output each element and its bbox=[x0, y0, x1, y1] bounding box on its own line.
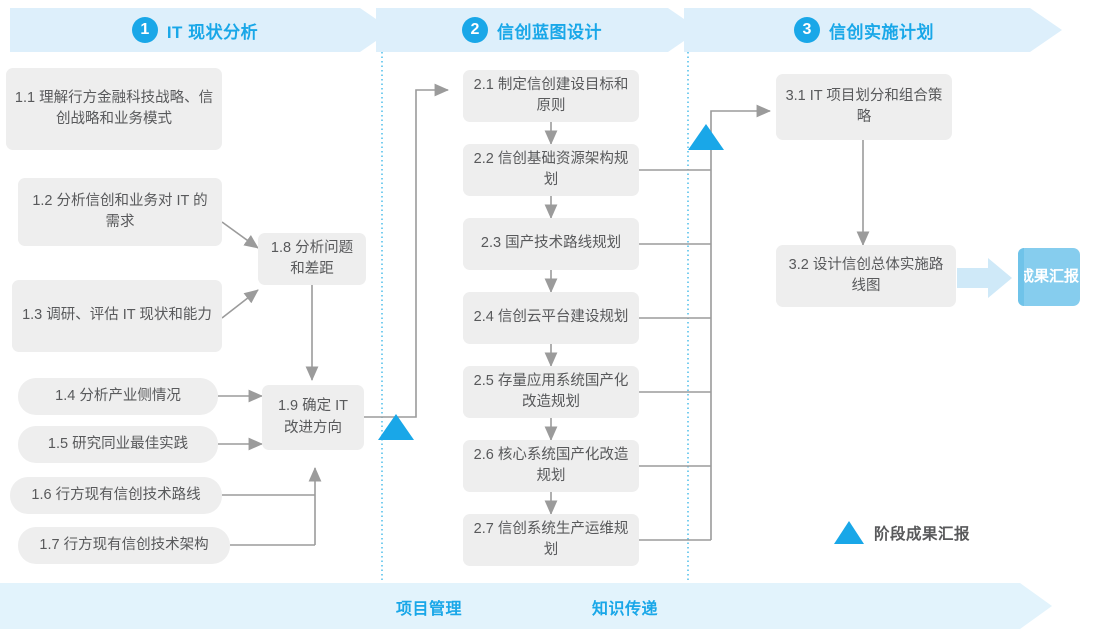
task-box-2.1[interactable]: 2.1 制定信创建设目标和原则 bbox=[463, 70, 639, 122]
result-badge[interactable]: 成果汇报 bbox=[1018, 248, 1080, 306]
phase-title-1: IT 现状分析 bbox=[166, 22, 259, 42]
edge-1.3-to-1.8 bbox=[221, 289, 259, 319]
milestone-triangle-phase2 bbox=[688, 124, 724, 150]
task-box-1.6[interactable]: 1.6 行方现有信创技术路线 bbox=[10, 477, 222, 514]
task-box-2.5[interactable]: 2.5 存量应用系统国产化改造规划 bbox=[463, 366, 639, 418]
task-box-1.8[interactable]: 1.8 分析问题和差距 bbox=[258, 233, 366, 285]
task-box-1.4[interactable]: 1.4 分析产业侧情况 bbox=[18, 378, 218, 415]
task-box-1.7[interactable]: 1.7 行方现有信创技术架构 bbox=[18, 527, 230, 564]
task-box-2.2[interactable]: 2.2 信创基础资源架构规划 bbox=[463, 144, 639, 196]
task-box-1.3[interactable]: 1.3 调研、评估 IT 现状和能力 bbox=[12, 280, 222, 352]
phase-band-shape-3 bbox=[684, 8, 1062, 52]
task-box-2.7[interactable]: 2.7 信创系统生产运维规划 bbox=[463, 514, 639, 566]
task-box-1.9[interactable]: 1.9 确定 IT 改进方向 bbox=[262, 385, 364, 450]
bottom-band-shape bbox=[0, 583, 1052, 629]
phase-title-2: 信创蓝图设计 bbox=[497, 22, 602, 42]
phase-header-1[interactable]: 1 IT 现状分析 bbox=[10, 8, 380, 52]
phase-header-2[interactable]: 2 信创蓝图设计 bbox=[376, 8, 688, 52]
phase-header-3[interactable]: 3 信创实施计划 bbox=[684, 8, 1044, 52]
milestone-triangle-icon bbox=[834, 521, 864, 544]
bottom-label-project-management[interactable]: 项目管理 bbox=[396, 601, 463, 618]
phase-number-1: 1 bbox=[131, 17, 158, 43]
edge-1.9-to-2.1 bbox=[363, 83, 449, 418]
task-box-3.2[interactable]: 3.2 设计信创总体实施路线图 bbox=[776, 245, 956, 307]
task-box-2.4[interactable]: 2.4 信创云平台建设规划 bbox=[463, 292, 639, 344]
phase-band-layer bbox=[10, 8, 1062, 52]
task-box-3.1[interactable]: 3.1 IT 项目划分和组合策略 bbox=[776, 74, 952, 140]
phase-band-shape-1 bbox=[10, 8, 392, 52]
phase-title-3: 信创实施计划 bbox=[829, 22, 934, 42]
result-arrow bbox=[957, 258, 1012, 298]
edge-1.2-to-1.8 bbox=[221, 221, 259, 249]
milestone-triangle-phase1 bbox=[378, 414, 414, 440]
phase-number-2: 2 bbox=[462, 17, 488, 43]
task-box-2.6[interactable]: 2.6 核心系统国产化改造规划 bbox=[463, 440, 639, 492]
task-box-2.3[interactable]: 2.3 国产技术路线规划 bbox=[463, 218, 639, 270]
bottom-band-layer bbox=[0, 583, 1052, 629]
legend: 阶段成果汇报 bbox=[834, 521, 970, 544]
edge-bus-to-3.1 bbox=[710, 104, 771, 540]
task-box-1.5[interactable]: 1.5 研究同业最佳实践 bbox=[18, 426, 218, 463]
bottom-label-knowledge-transfer[interactable]: 知识传递 bbox=[592, 601, 659, 618]
task-box-1.2[interactable]: 1.2 分析信创和业务对 IT 的需求 bbox=[18, 178, 222, 246]
phase-number-3: 3 bbox=[794, 17, 820, 43]
task-box-1.1[interactable]: 1.1 理解行方金融科技战略、信创战略和业务模式 bbox=[6, 68, 222, 150]
phase-band-shape-2 bbox=[376, 8, 700, 52]
legend-label: 阶段成果汇报 bbox=[874, 525, 971, 543]
